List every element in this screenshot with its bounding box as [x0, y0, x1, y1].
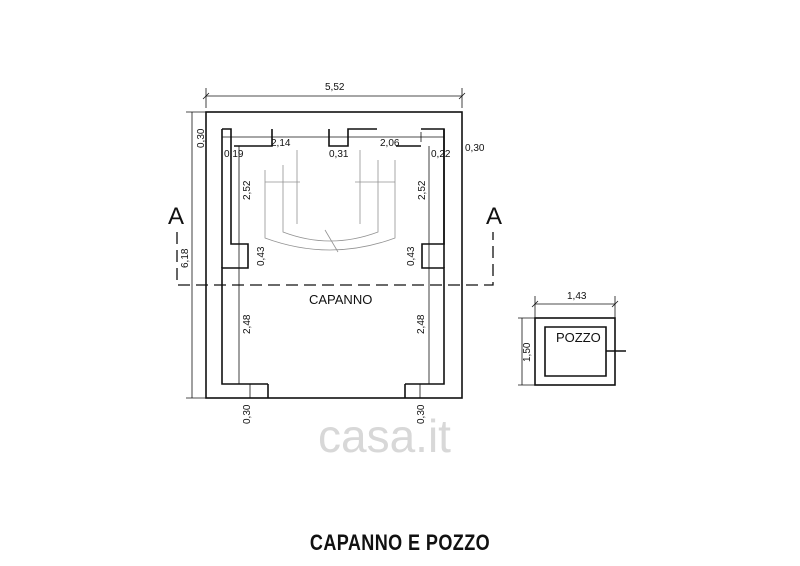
furniture-sketch [264, 150, 396, 253]
section-mark-right: A [486, 203, 502, 230]
dim-pozzo-height: 1,50 [522, 342, 533, 362]
room-label-capanno: CAPANNO [309, 292, 372, 307]
dim-bay-right-width: 2,06 [380, 138, 400, 149]
drawing-title: CAPANNO E POZZO [309, 530, 491, 555]
dim-lower-right-height: 2,48 [416, 314, 427, 334]
dim-wall-bottom-right: 0,30 [416, 404, 427, 424]
section-line [176, 232, 494, 286]
dim-wall-bottom-left: 0,30 [242, 404, 253, 424]
dim-opening-right: 0,43 [406, 246, 417, 266]
dim-wall-top-right: 0,30 [465, 143, 485, 154]
dim-pozzo-width: 1,43 [567, 291, 587, 302]
dim-total-height: 6,18 [180, 248, 191, 268]
capanno-walls [205, 111, 463, 399]
dim-lower-left-height: 2,48 [242, 314, 253, 334]
dim-pier-left: 0,19 [224, 149, 244, 160]
pozzo-dimensions [518, 296, 619, 386]
section-mark-left: A [168, 203, 184, 230]
room-label-pozzo: POZZO [556, 330, 601, 345]
pozzo-walls [534, 317, 626, 386]
dim-bay-right-height: 2,52 [417, 180, 428, 200]
watermark: casa.it [318, 410, 451, 462]
dim-bay-left-width: 2,14 [271, 138, 291, 149]
dim-pier-center: 0,31 [329, 149, 349, 160]
dim-wall-top-left: 0,30 [196, 128, 207, 148]
dimension-lines [186, 88, 466, 399]
dim-total-width: 5,52 [325, 82, 345, 93]
dim-pier-right: 0,22 [431, 149, 451, 160]
dim-bay-left-height: 2,52 [242, 180, 253, 200]
dim-opening-left: 0,43 [256, 246, 267, 266]
